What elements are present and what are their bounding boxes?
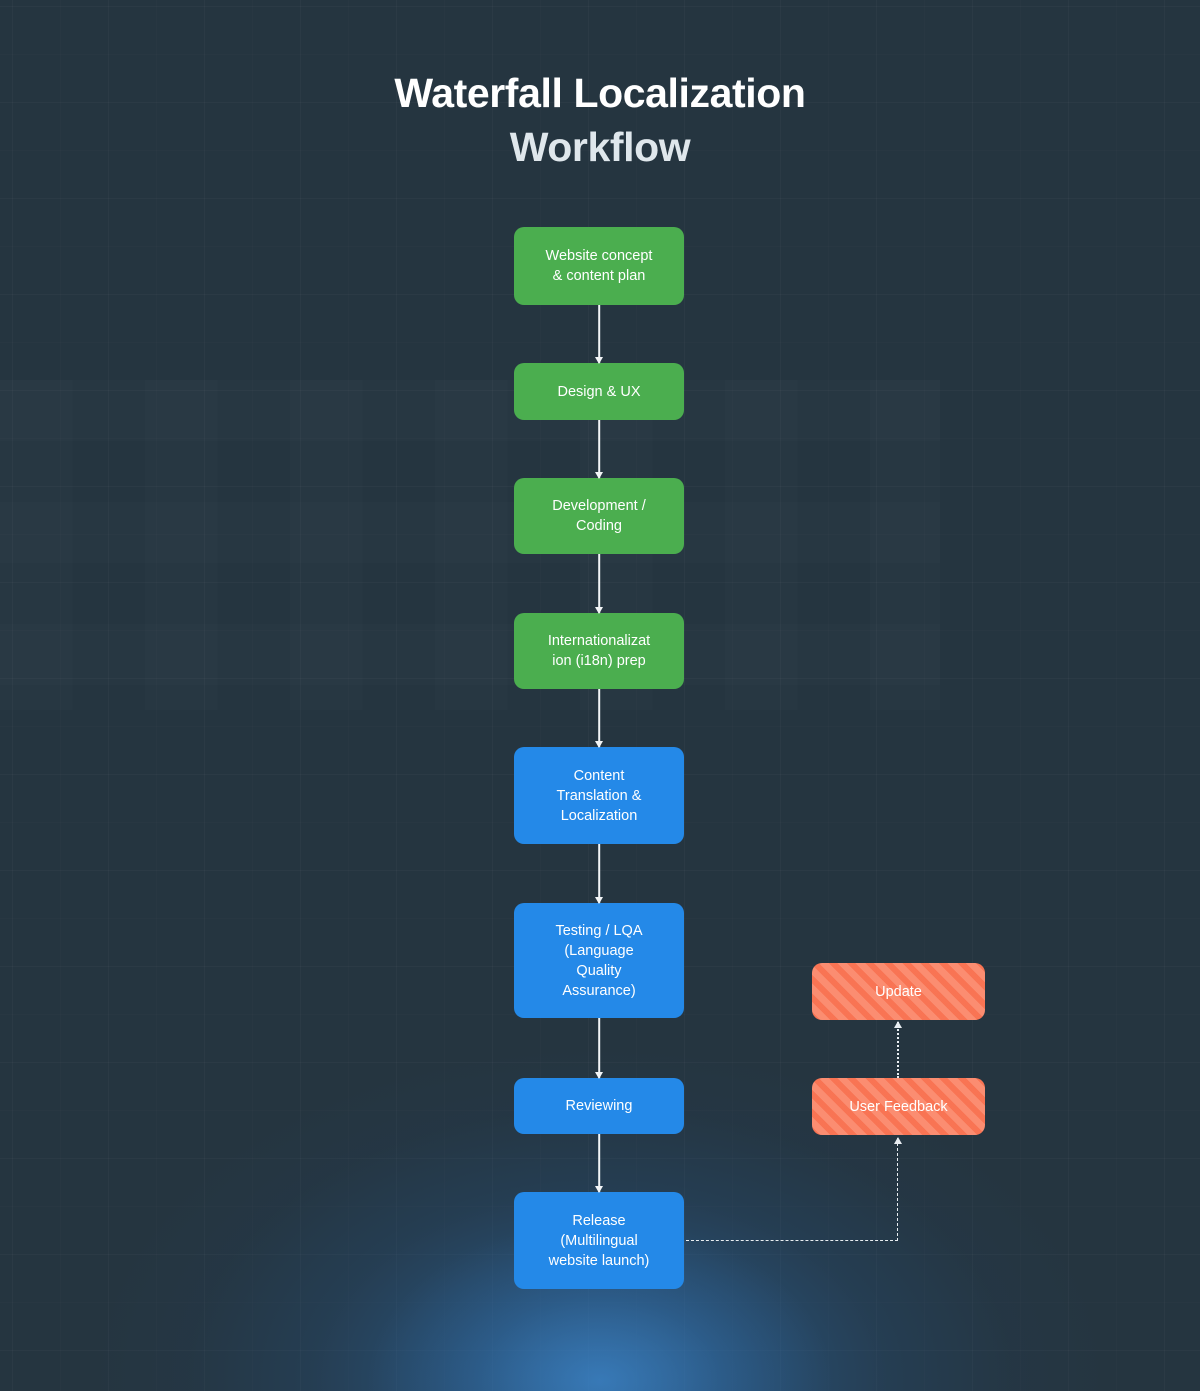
connector-line [598, 689, 600, 747]
flow-node-label: User Feedback [849, 1098, 948, 1115]
connector-line [598, 1018, 600, 1078]
connector-line [598, 420, 600, 478]
arrow-reviewing-to-release [591, 1134, 607, 1193]
flow-node-user-feedback[interactable]: User Feedback [812, 1078, 985, 1135]
arrow-testing-to-reviewing [591, 1018, 607, 1079]
arrow-release-to-feedback [686, 1137, 902, 1241]
flow-node-label: Development / Coding [552, 498, 646, 534]
arrow-concept-to-design [591, 305, 607, 364]
flow-node-i18n-prep[interactable]: Internationalizat ion (i18n) prep [514, 613, 684, 689]
flow-node-update[interactable]: Update [812, 963, 985, 1020]
flow-node-design-ux[interactable]: Design & UX [514, 363, 684, 420]
arrow-development-to-i18n [591, 554, 607, 614]
flow-node-label: Testing / LQA (Language Quality Assuranc… [555, 922, 643, 999]
flow-node-website-concept[interactable]: Website concept & content plan [514, 227, 684, 305]
flow-node-release[interactable]: Release (Multilingual website launch) [514, 1192, 684, 1289]
connector-line [598, 554, 600, 613]
flow-node-development[interactable]: Development / Coding [514, 478, 684, 554]
flow-node-label: Update [875, 983, 922, 1000]
connector-line [598, 844, 600, 903]
arrowhead-icon [894, 1021, 902, 1028]
flow-node-label: Release (Multilingual website launch) [548, 1212, 650, 1269]
connector-line [897, 1022, 899, 1078]
connector-line-horizontal [686, 1240, 898, 1241]
flow-node-label: Design & UX [557, 383, 641, 400]
flow-node-label: Internationalizat ion (i18n) prep [547, 633, 651, 669]
background-blocks-texture [0, 380, 940, 710]
page-title-line1: Waterfall Localization [394, 70, 806, 116]
arrow-design-to-development [591, 420, 607, 479]
flow-node-label: Reviewing [565, 1098, 633, 1114]
flow-node-reviewing[interactable]: Reviewing [514, 1078, 684, 1134]
arrow-feedback-to-update [890, 1021, 906, 1078]
arrow-i18n-to-content [591, 689, 607, 748]
arrowhead-icon [893, 1137, 902, 1144]
flow-node-label: Website concept & content plan [545, 248, 653, 284]
connector-line [598, 1134, 600, 1192]
flow-node-label: Content Translation & Localization [556, 767, 642, 824]
connector-line [598, 305, 600, 363]
arrow-content-to-testing [591, 844, 607, 904]
flow-node-content-translation[interactable]: Content Translation & Localization [514, 747, 684, 844]
page-title: Waterfall Localization Workflow [0, 66, 1200, 174]
page-title-line2: Workflow [509, 124, 691, 170]
connector-line-vertical [897, 1138, 898, 1241]
flow-node-testing-lqa[interactable]: Testing / LQA (Language Quality Assuranc… [514, 903, 684, 1018]
